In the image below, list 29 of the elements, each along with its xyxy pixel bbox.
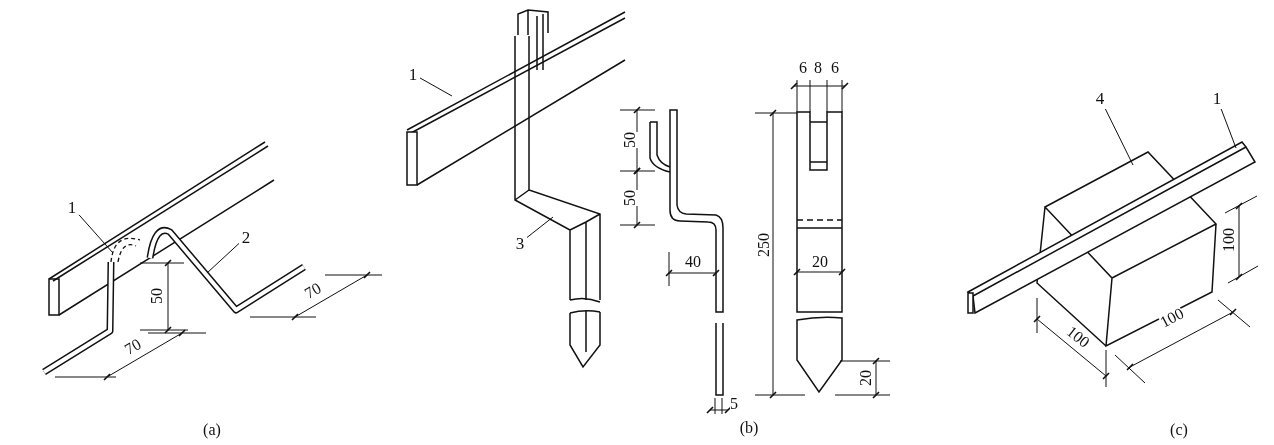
leader-line: [526, 216, 554, 238]
dimension-label: 20: [858, 370, 874, 386]
dimension-label: 20: [812, 254, 828, 270]
dimension-label: 50: [149, 288, 165, 304]
dimension-label: 8: [814, 60, 822, 76]
figure-caption: (a): [203, 422, 221, 438]
leader-line: [1104, 108, 1134, 166]
figure-caption: (b): [739, 420, 759, 436]
callout-number: 4: [1095, 89, 1105, 107]
leader-line: [206, 242, 240, 274]
dimension-label: 70: [302, 280, 324, 302]
callout-number: 1: [67, 198, 77, 216]
callout-number: 3: [515, 234, 525, 252]
leader-line: [1220, 108, 1237, 149]
figure-caption: (c): [1170, 422, 1188, 438]
callout-number: 2: [241, 228, 251, 246]
dimension-label: 250: [756, 233, 772, 257]
dimension-label: 6: [831, 60, 839, 76]
dimension-label: 50: [622, 132, 638, 148]
callout-number: 1: [1212, 89, 1222, 107]
dimension-label: 50: [622, 190, 638, 206]
dimension-label: 70: [122, 336, 144, 358]
leader-line: [419, 77, 453, 97]
leader-line: [78, 214, 114, 254]
dimension-label: 100: [1221, 228, 1237, 252]
callout-number: 1: [408, 65, 418, 83]
dimension-label: 6: [799, 60, 807, 76]
dimension-label: 5: [730, 396, 738, 412]
dimension-label: 40: [685, 254, 701, 270]
